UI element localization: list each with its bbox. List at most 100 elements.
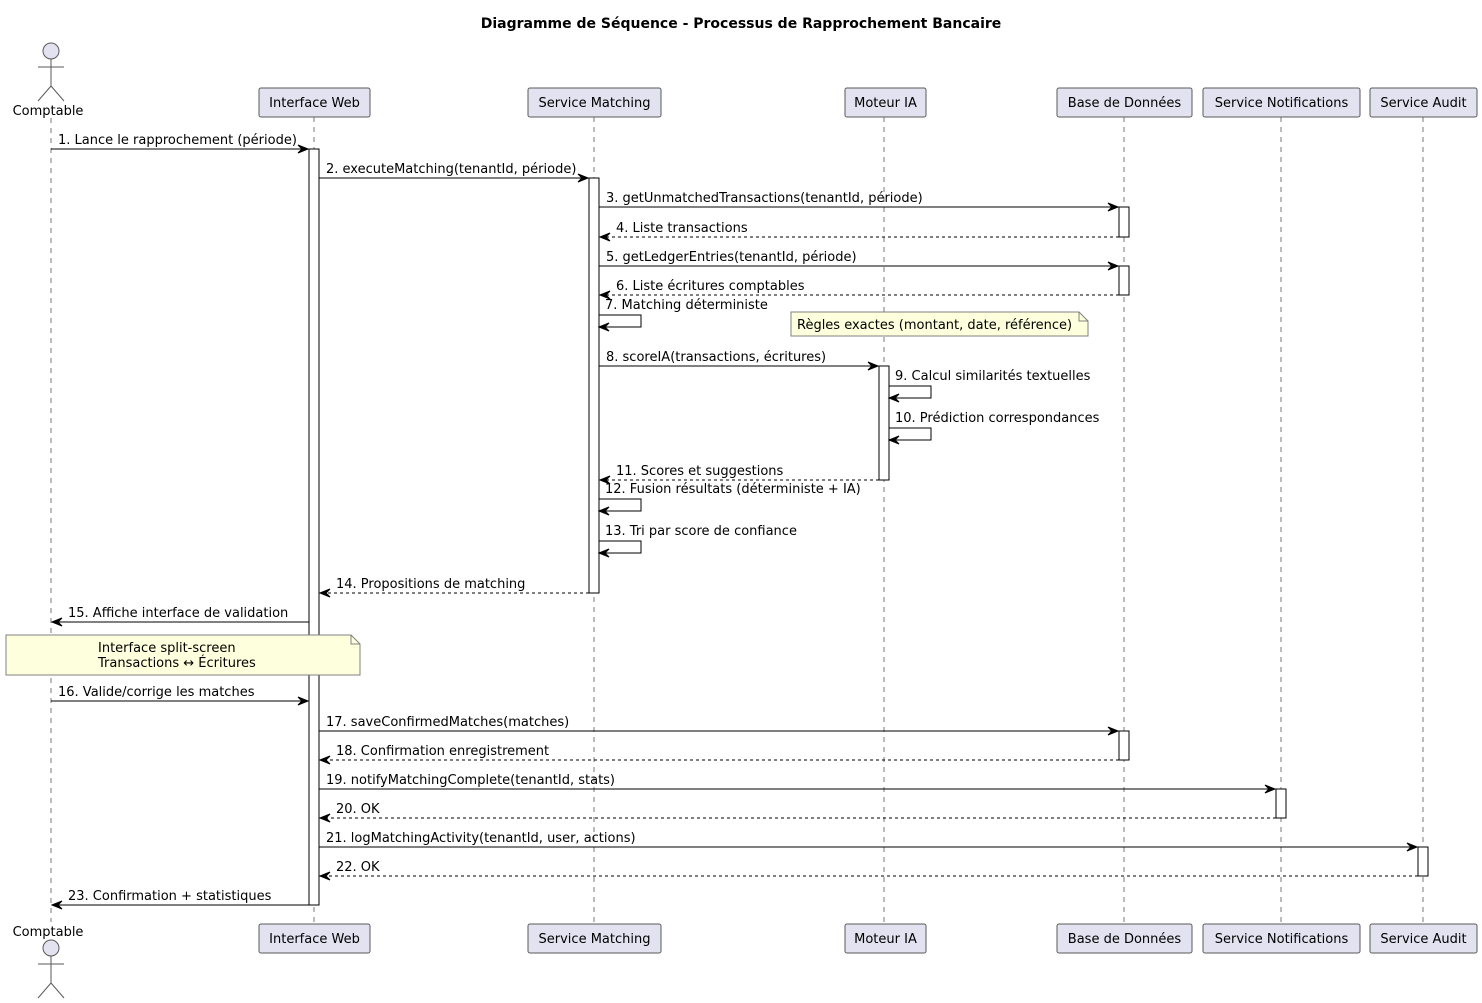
note-fold-icon <box>1078 312 1088 322</box>
arrowhead-icon <box>598 232 611 242</box>
arrowhead-icon <box>598 290 611 300</box>
participant-notif-top: Service Notifications <box>1202 87 1361 118</box>
message-label: 16. Valide/corrige les matches <box>58 685 255 700</box>
note-text: Interface split-screen <box>98 641 236 656</box>
message-23: 23. Confirmation + statistiques <box>50 889 309 910</box>
participant-web-bottom: Interface Web <box>258 923 371 954</box>
participant-db-top: Base de Données <box>1056 87 1193 118</box>
participant-label: Service Audit <box>1380 96 1466 111</box>
participant-label: Service Notifications <box>1215 932 1349 947</box>
participant-box <box>1202 923 1361 954</box>
arrowhead-icon <box>318 588 331 598</box>
actor-leg-left <box>37 982 52 999</box>
message-label: 10. Prédiction correspondances <box>895 411 1100 426</box>
activation-bar-notif <box>1275 788 1287 819</box>
actor-label: Comptable <box>13 104 84 119</box>
message-label: 14. Propositions de matching <box>336 577 525 592</box>
arrowhead-icon <box>597 548 610 558</box>
participant-audit-top: Service Audit <box>1369 87 1478 118</box>
message-7: 7. Matching déterministe <box>597 298 768 332</box>
message-5: 5. getLedgerEntries(tenantId, période) <box>599 250 1120 271</box>
message-label: 9. Calcul similarités textuelles <box>895 369 1091 384</box>
arrowhead-icon <box>318 755 331 765</box>
message-label: 23. Confirmation + statistiques <box>68 889 272 904</box>
arrowhead-icon <box>597 322 610 332</box>
participant-db-bottom: Base de Données <box>1056 923 1193 954</box>
message-15: 15. Affiche interface de validation <box>50 606 309 627</box>
participant-label: Service Audit <box>1380 932 1466 947</box>
arrowhead-icon <box>318 813 331 823</box>
arrowhead-icon <box>887 393 900 403</box>
actor-comptable-top: Comptable <box>13 42 84 119</box>
message-label: 1. Lance le rapprochement (période) <box>58 133 297 148</box>
note-box <box>790 311 1089 337</box>
message-9: 9. Calcul similarités textuelles <box>887 369 1091 403</box>
message-label: 7. Matching déterministe <box>605 298 768 313</box>
participant-label: Service Matching <box>539 932 651 947</box>
message-1: 1. Lance le rapprochement (période) <box>51 133 310 154</box>
arrowhead-icon <box>1107 726 1120 736</box>
self-message-arrow <box>599 498 642 512</box>
message-label: 8. scoreIA(transactions, écritures) <box>606 350 826 365</box>
participant-box <box>1056 923 1193 954</box>
message-label: 12. Fusion résultats (déterministe + IA) <box>605 482 861 497</box>
message-label: 13. Tri par score de confiance <box>605 524 797 539</box>
arrowhead-icon <box>50 900 63 910</box>
participant-box <box>1369 87 1478 118</box>
participant-box <box>258 87 371 118</box>
activation-bar-audit <box>1417 846 1429 877</box>
note-box <box>5 634 361 676</box>
message-6: 6. Liste écritures comptables <box>598 279 1119 300</box>
participant-box <box>527 87 662 118</box>
participant-label: Interface Web <box>269 932 360 947</box>
participant-matching-bottom: Service Matching <box>527 923 662 954</box>
note-1: Règles exactes (montant, date, référence… <box>790 311 1089 337</box>
activation-bar-db <box>1118 265 1130 296</box>
note-text: Transactions ↔ Écritures <box>97 655 256 671</box>
note-fold-icon <box>350 635 360 645</box>
message-label: 19. notifyMatchingComplete(tenantId, sta… <box>326 773 615 788</box>
participant-notif-bottom: Service Notifications <box>1202 923 1361 954</box>
message-14: 14. Propositions de matching <box>318 577 589 598</box>
message-16: 16. Valide/corrige les matches <box>51 685 310 706</box>
message-label: 5. getLedgerEntries(tenantId, période) <box>606 250 857 265</box>
participant-ia-top: Moteur IA <box>844 87 927 118</box>
message-10: 10. Prédiction correspondances <box>887 411 1100 445</box>
activation-bar-web <box>308 148 320 906</box>
message-label: 15. Affiche interface de validation <box>68 606 288 621</box>
activation-bar-matching <box>588 177 600 594</box>
actor-leg-left <box>37 85 52 102</box>
arrowhead-icon <box>598 475 611 485</box>
note-text: Règles exactes (montant, date, référence… <box>797 318 1072 333</box>
arrowhead-icon <box>50 617 63 627</box>
participant-box <box>1056 87 1193 118</box>
actor-label: Comptable <box>13 925 84 940</box>
message-label: 11. Scores et suggestions <box>616 464 784 479</box>
activation-bar-ia <box>878 365 890 481</box>
participant-box <box>527 923 662 954</box>
arrowhead-icon <box>867 361 880 371</box>
message-label: 17. saveConfirmedMatches(matches) <box>326 715 569 730</box>
participant-matching-top: Service Matching <box>527 87 662 118</box>
participant-box <box>258 923 371 954</box>
actor-comptable-bottom: Comptable <box>13 925 84 999</box>
arrowhead-icon <box>1406 842 1419 852</box>
arrowhead-icon <box>577 173 590 183</box>
arrowhead-icon <box>297 144 310 154</box>
message-18: 18. Confirmation enregistrement <box>318 744 1119 765</box>
arrowhead-icon <box>1264 784 1277 794</box>
message-8: 8. scoreIA(transactions, écritures) <box>599 350 880 371</box>
actor-leg-right <box>50 982 65 999</box>
message-label: 3. getUnmatchedTransactions(tenantId, pé… <box>606 191 923 206</box>
participant-box <box>1369 923 1478 954</box>
actor-leg-right <box>50 85 65 102</box>
message-19: 19. notifyMatchingComplete(tenantId, sta… <box>319 773 1277 794</box>
message-label: 2. executeMatching(tenantId, période) <box>326 162 576 177</box>
participant-label: Base de Données <box>1068 932 1182 947</box>
arrowhead-icon <box>597 506 610 516</box>
participant-box <box>844 923 927 954</box>
message-20: 20. OK <box>318 802 1276 823</box>
arrowhead-icon <box>297 696 310 706</box>
